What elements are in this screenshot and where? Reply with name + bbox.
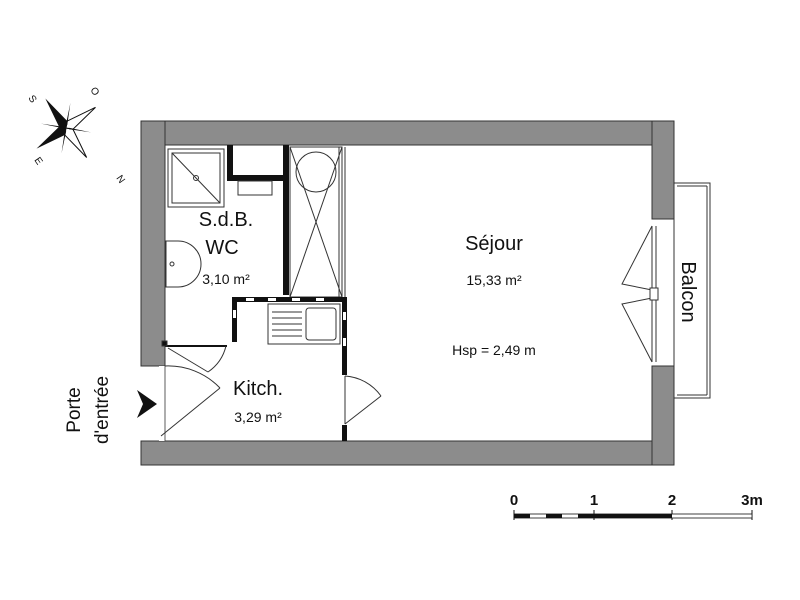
compass-east-label: E	[32, 155, 45, 167]
wall-left-upper	[140, 120, 166, 367]
storage-closet	[289, 146, 346, 298]
compass-south-label: S	[26, 93, 39, 105]
scale-label-0: 0	[510, 492, 518, 509]
kitchen-door	[344, 375, 382, 425]
balcony	[673, 182, 711, 399]
kitchen-area: 3,29 m²	[234, 409, 282, 425]
bathroom-walls	[227, 145, 289, 295]
bathroom-name-line1: S.d.B.	[199, 209, 253, 231]
washbasin	[165, 240, 202, 288]
kitchen-name: Kitch.	[233, 378, 283, 400]
balcony-name: Balcon	[677, 261, 699, 322]
outer-walls	[140, 120, 675, 466]
entrance-label-line1: Porte	[64, 387, 85, 432]
kitchen-wall-gaps	[233, 298, 346, 346]
scale-label-3: 3m	[741, 492, 763, 509]
balcony-door	[621, 225, 659, 363]
shower-tray	[167, 148, 225, 208]
bathroom-name-line2: WC	[205, 237, 238, 259]
scale-label-2: 2	[668, 492, 676, 509]
living-name: Séjour	[465, 233, 523, 255]
scale-bar: 0 1 2 3m	[510, 492, 763, 520]
wall-bottom	[140, 440, 675, 466]
living-ceiling-height: Hsp = 2,49 m	[452, 342, 536, 358]
entrance-door	[159, 340, 221, 441]
entrance-arrow-icon	[137, 390, 157, 418]
compass-north-label: N	[114, 173, 127, 185]
compass-rose-icon	[36, 98, 96, 158]
wall-right-lower	[651, 365, 675, 466]
wall-right-upper	[651, 120, 675, 220]
wc	[237, 180, 273, 196]
compass-west-label: O	[88, 85, 102, 98]
bathroom-area: 3,10 m²	[202, 271, 250, 287]
entrance-label-line2: d'entrée	[92, 376, 113, 444]
bathroom-door	[165, 345, 227, 373]
living-area: 15,33 m²	[466, 272, 522, 288]
kitchen-sink	[267, 303, 341, 345]
scale-label-1: 1	[590, 492, 598, 509]
wall-top	[140, 120, 675, 146]
kitchen-walls	[232, 297, 347, 441]
balcony-outline	[673, 182, 711, 399]
